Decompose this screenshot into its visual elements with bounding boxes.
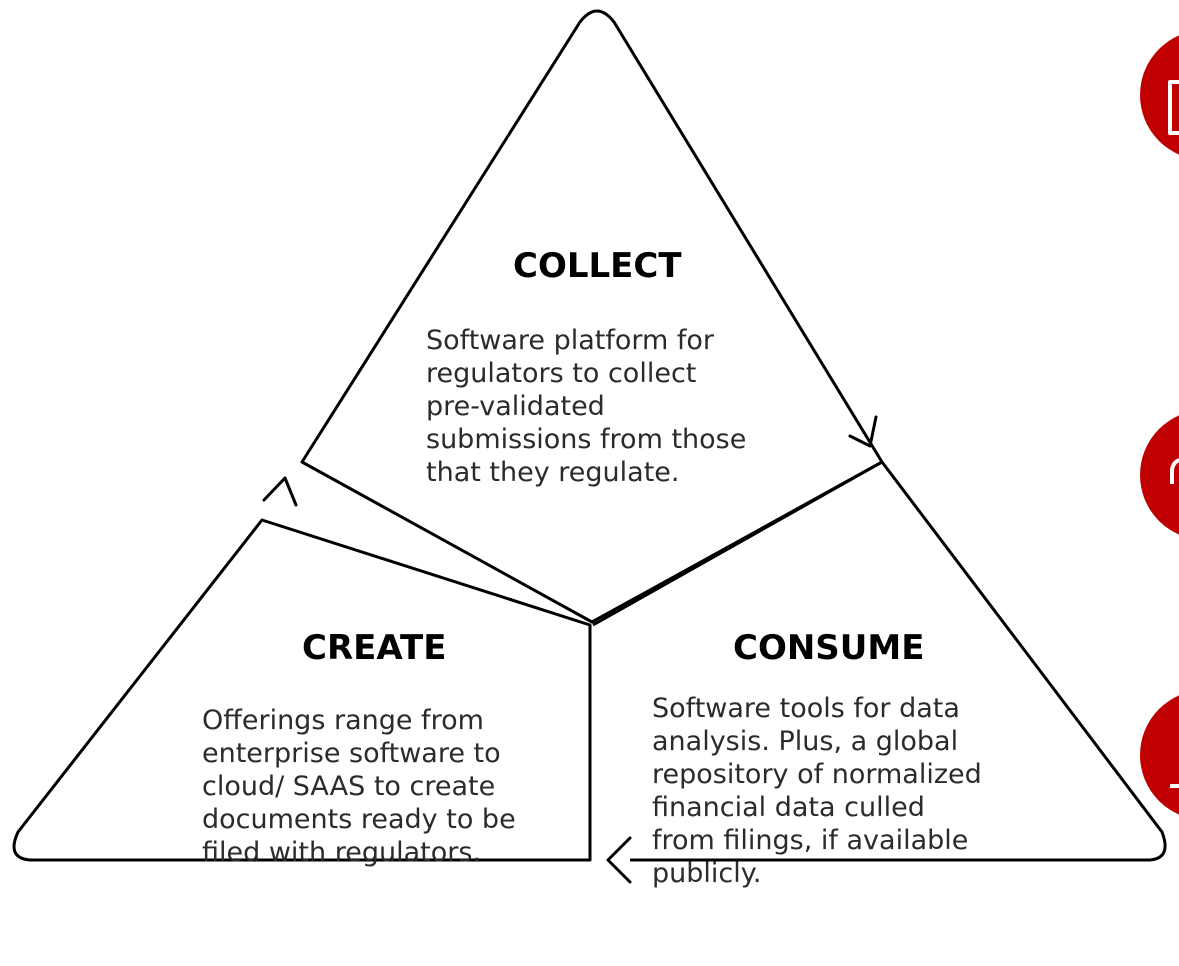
consume-line: from filings, if available [652, 825, 969, 856]
tools-icon [1170, 744, 1179, 788]
consume-line: Software tools for data [652, 693, 960, 724]
consume-line: analysis. Plus, a global [652, 726, 959, 757]
create-line: cloud/ SAAS to create [202, 771, 496, 802]
collect-title: COLLECT [513, 246, 682, 286]
document-icon [1168, 80, 1179, 135]
create-description: Offerings range from enterprise software… [202, 704, 516, 869]
collect-line: submissions from those [426, 424, 747, 455]
consume-line: financial data culled [652, 792, 925, 823]
create-line: documents ready to be [202, 804, 516, 835]
arrow-collect-to-consume [848, 415, 878, 448]
collect-line: Software platform for [426, 325, 715, 356]
create-title: CREATE [302, 628, 447, 668]
collect-description: Software platform for regulators to coll… [426, 324, 746, 489]
collect-line: that they regulate. [426, 457, 680, 488]
create-line: enterprise software to [202, 738, 501, 769]
arrow-consume-to-create [606, 836, 632, 884]
collect-line: regulators to collect [426, 358, 697, 389]
create-line: Offerings range from [202, 705, 484, 736]
create-line: filed with regulators. [202, 837, 481, 868]
consume-segment [592, 460, 1167, 862]
chart-icon [1170, 458, 1179, 484]
consume-line: repository of normalized [652, 759, 982, 790]
collect-line: pre-validated [426, 391, 605, 422]
create-segment [12, 518, 592, 862]
consume-line: publicly. [652, 858, 762, 889]
consume-description: Software tools for data analysis. Plus, … [652, 692, 982, 890]
collect-segment [300, 9, 884, 624]
consume-title: CONSUME [733, 628, 925, 668]
arrow-create-to-collect [262, 476, 298, 507]
